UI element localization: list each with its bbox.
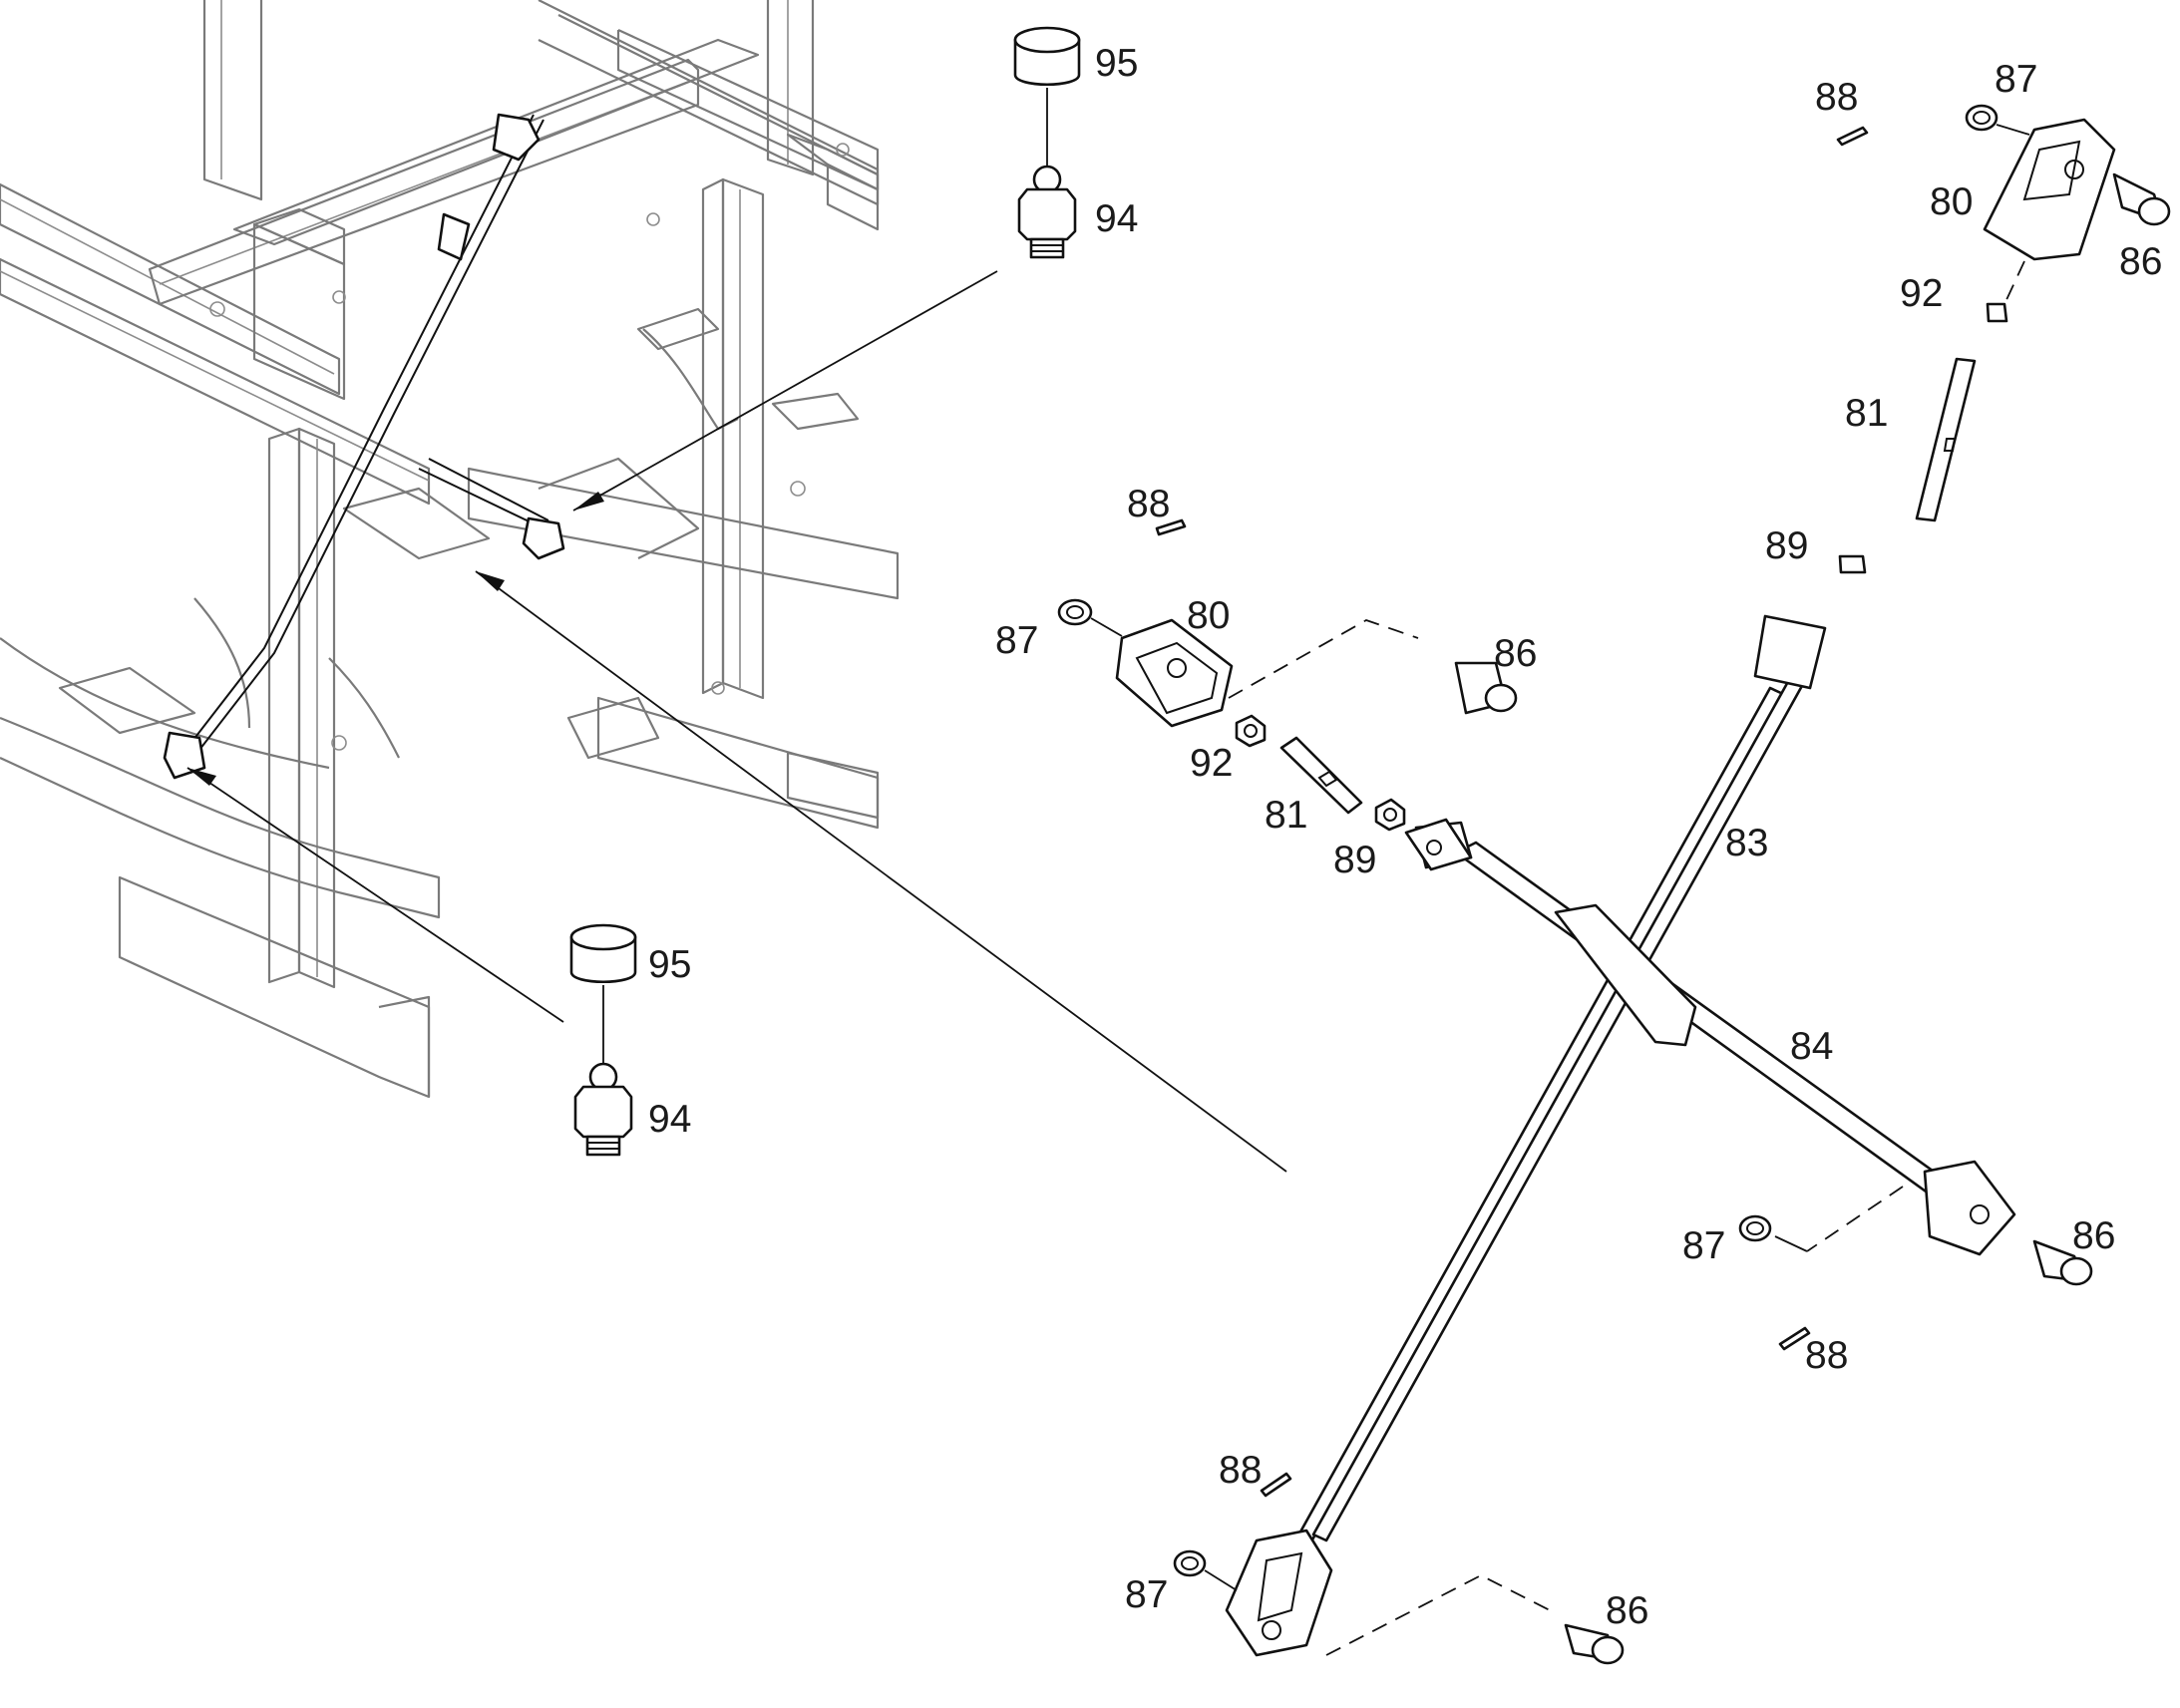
- label-95-top: 95: [1095, 42, 1138, 85]
- label-94-bottom: 94: [648, 1098, 691, 1141]
- label-88-upper-right: 88: [1815, 76, 1858, 119]
- label-89-upper-left: 89: [1333, 839, 1376, 881]
- clevis-bottom-end: [1173, 1472, 1625, 1665]
- label-86-bottom-end: 86: [1606, 1589, 1648, 1632]
- label-86-upper-left: 86: [1494, 632, 1537, 675]
- label-88-upper-left: 88: [1127, 483, 1170, 525]
- label-81-upper-right: 81: [1845, 392, 1888, 435]
- label-95-bottom: 95: [648, 943, 691, 986]
- clevis-upper-right: [1836, 104, 2171, 305]
- label-88-right-end: 88: [1805, 1334, 1848, 1377]
- label-84-short-rod: 84: [1790, 1025, 1833, 1068]
- label-86-right-end: 86: [2072, 1214, 2115, 1257]
- grease-fitting-top: [1013, 26, 1081, 259]
- rod-upper-left-81: [1279, 736, 1363, 815]
- clevis-short-rod-top: [1404, 818, 1473, 871]
- label-92-upper-left: 92: [1190, 742, 1233, 785]
- leader-arrows: [186, 270, 1287, 1173]
- label-86-upper-right: 86: [2119, 240, 2162, 283]
- label-89-upper-right: 89: [1765, 524, 1808, 567]
- label-94-top: 94: [1095, 197, 1138, 240]
- label-88-bottom-end: 88: [1219, 1449, 1262, 1492]
- clevis-upper-left: [1057, 518, 1518, 728]
- rod-upper-right-81: [1915, 357, 1977, 522]
- label-87-upper-right: 87: [1995, 58, 2037, 101]
- label-92-upper-right: 92: [1900, 272, 1943, 315]
- nut-upper-left-89: [1374, 798, 1406, 832]
- label-87-upper-left: 87: [995, 619, 1038, 662]
- label-80-upper-right: 80: [1930, 180, 1973, 223]
- label-87-bottom-end: 87: [1125, 1573, 1168, 1616]
- callout-labels: 95 94 95 94 88 87 80 86 92 81 89 88 87 8…: [648, 42, 2162, 1632]
- frame-drag-link: [163, 113, 565, 780]
- clevis-right-end: [1738, 1160, 2093, 1351]
- label-83-long-rod: 83: [1725, 822, 1768, 864]
- label-80-upper-left: 80: [1187, 594, 1230, 637]
- nut-upper-right-89: [1838, 554, 1867, 574]
- label-81-upper-left: 81: [1265, 794, 1307, 837]
- frame-assembly: [0, 0, 900, 1099]
- nut-upper-left-92: [1235, 714, 1267, 748]
- grease-fitting-bottom: [569, 923, 637, 1157]
- label-87-right-end: 87: [1682, 1224, 1725, 1267]
- nut-upper-right-92: [1986, 302, 2008, 323]
- long-rod: [1291, 614, 1827, 1552]
